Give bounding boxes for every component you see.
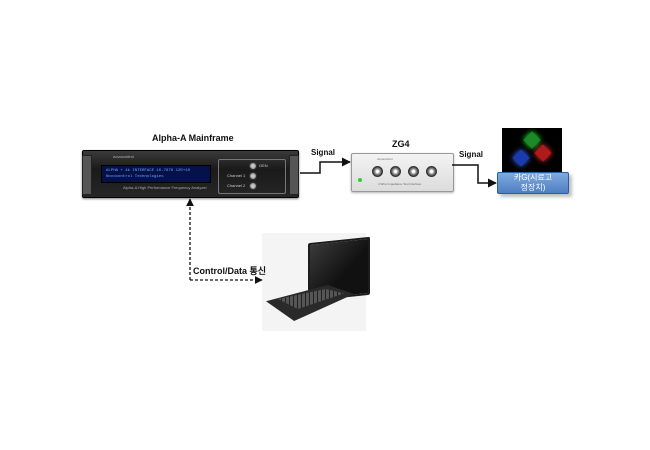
alpha-a-mainframe-image: novocontrol ALPHA + 4k INTERFACE 10-7678…: [82, 150, 299, 198]
rack-ear-left: [82, 155, 92, 195]
power-led-icon: [358, 178, 362, 182]
connector-ch1-icon: [249, 172, 257, 180]
signal-arrow-zg4-to-holder: [452, 164, 497, 188]
connector-gen-icon: [249, 162, 257, 170]
sample-holder-image: [502, 128, 562, 174]
mainframe-connector-panel: GEN Channel 1 Channel 2: [218, 159, 286, 194]
zg4-title: ZG4: [392, 139, 410, 149]
signal-arrow-mainframe-to-zg4: [300, 157, 351, 174]
rack-ear-right: [289, 155, 299, 195]
panel-label-channel2: Channel 2: [227, 183, 246, 188]
mainframe-caption: Alpha-A High Performance Frequency Analy…: [123, 185, 207, 190]
bnc-connector-icon: [426, 166, 437, 177]
zg4-interface-image: novocontrol 4 Wire Impedance Test Interf…: [351, 153, 454, 192]
sample-holder-label: 카G(시료고 정장치): [497, 172, 569, 194]
signal-label-1: Signal: [311, 148, 336, 157]
sample-holder-label-line1: 카G(시료고: [513, 173, 553, 182]
lcd-line-2: Novocontrol Technologies: [106, 175, 164, 179]
bnc-connector-icon: [408, 166, 419, 177]
mainframe-brand: novocontrol: [113, 154, 134, 159]
mainframe-title: Alpha-A Mainframe: [152, 133, 234, 143]
signal-label-2: Signal: [459, 150, 484, 159]
zg4-brand: novocontrol: [377, 157, 393, 161]
control-data-label: Control/Data 통신: [193, 266, 267, 276]
mainframe-lcd-display: ALPHA + 4k INTERFACE 10-7678 12D+10 Novo…: [101, 165, 211, 183]
sample-holder-label-line2: 정장치): [520, 183, 546, 192]
panel-label-gen: GEN: [259, 163, 268, 168]
lcd-line-1: ALPHA + 4k INTERFACE 10-7678 12D+10: [106, 169, 191, 173]
connector-ch2-icon: [249, 182, 257, 190]
zg4-caption: 4 Wire Impedance Test Interface: [378, 182, 422, 186]
bnc-connector-icon: [372, 166, 383, 177]
bnc-connector-icon: [390, 166, 401, 177]
panel-label-channel1: Channel 1: [227, 173, 246, 178]
